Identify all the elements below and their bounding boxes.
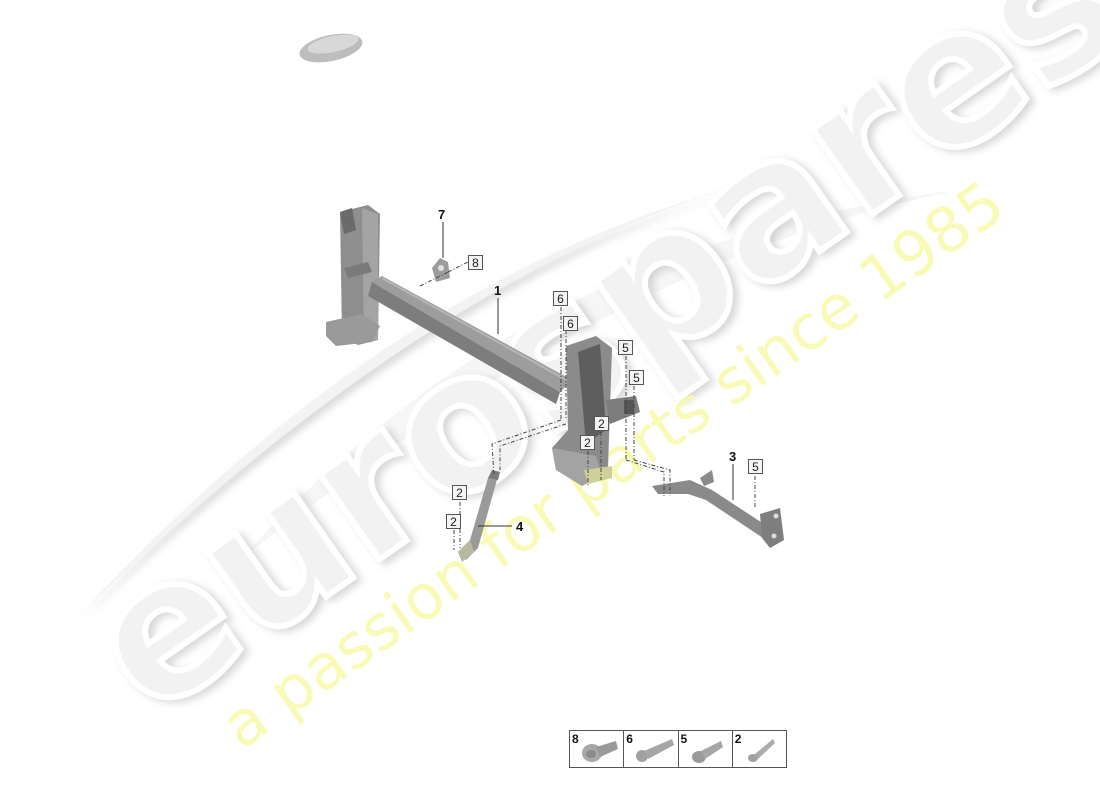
legend-ref-8: 8	[572, 732, 579, 746]
legend-cell-8: 8	[570, 731, 625, 767]
clip-bracket	[432, 258, 450, 282]
callout-box-5: 5	[629, 370, 644, 385]
cross-member	[368, 276, 572, 404]
fastener-legend: 8 6 5 2	[569, 730, 787, 768]
legend-cell-2: 2	[733, 731, 786, 767]
callout-1: 1	[494, 283, 502, 298]
callout-box-5: 5	[618, 340, 633, 355]
callout-3: 3	[729, 449, 737, 464]
callout-4: 4	[516, 519, 524, 534]
flange-head-screw-icon	[582, 741, 618, 762]
callout-box-2: 2	[446, 514, 461, 529]
bracket-strut	[652, 470, 784, 548]
fastener-dash-lines	[419, 261, 756, 550]
callout-box-2: 2	[594, 416, 609, 431]
legend-ref-5: 5	[680, 732, 688, 746]
callout-box-5: 5	[748, 459, 763, 474]
callout-box-8: 8	[468, 255, 483, 270]
right-pillar	[552, 336, 640, 486]
left-pillar	[326, 205, 380, 346]
callout-box-2: 2	[452, 485, 467, 500]
leader-lines	[442, 222, 734, 527]
callout-7: 7	[438, 207, 446, 222]
hex-flange-bolt-short-icon	[691, 741, 723, 763]
legend-ref-6: 6	[626, 732, 633, 746]
legend-ref-2: 2	[734, 732, 742, 746]
vehicle-thumbnail-icon	[299, 33, 363, 63]
callout-box-6: 6	[563, 316, 578, 331]
hex-flange-bolt-icon	[636, 739, 675, 762]
callout-box-6: 6	[553, 291, 568, 306]
legend-cell-5: 5	[679, 731, 733, 767]
callout-box-2: 2	[580, 435, 595, 450]
hex-bolt-small-icon	[747, 739, 775, 762]
support-strut	[458, 470, 500, 562]
legend-cell-6: 6	[624, 731, 679, 767]
